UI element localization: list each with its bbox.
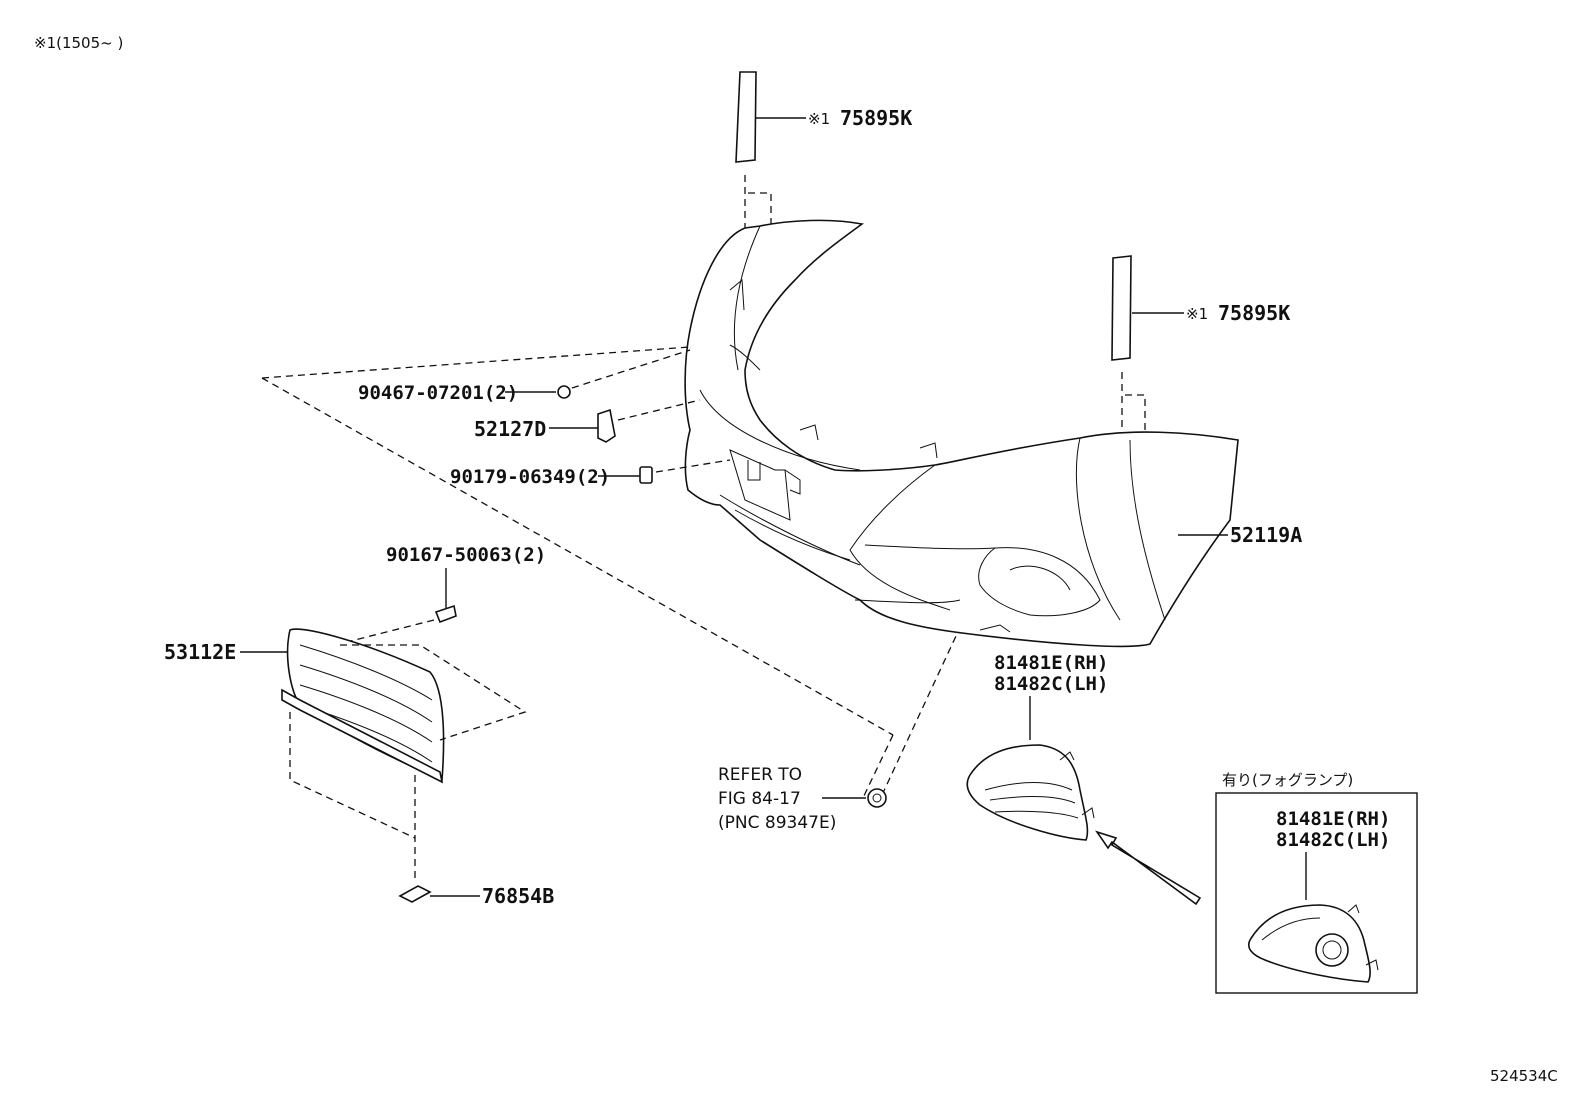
svg-text:81481E(RH): 81481E(RH) xyxy=(994,652,1108,674)
callout-retainer: 76854B xyxy=(482,884,554,908)
svg-text:FIG 84-17: FIG 84-17 xyxy=(718,789,801,809)
svg-text:(PNC 89347E): (PNC 89347E) xyxy=(718,813,836,833)
svg-text:75895K: 75895K xyxy=(840,106,912,130)
fog-cover-with-lamp[interactable] xyxy=(1248,904,1379,983)
callout-bumper-cover: 52119A xyxy=(1178,523,1302,547)
screw-90167[interactable] xyxy=(334,568,457,646)
svg-text:75895K: 75895K xyxy=(1218,301,1290,325)
callout-screw: 90167-50063(2) xyxy=(386,544,546,566)
refer-to-note: REFER TO FIG 84-17 (PNC 89347E) xyxy=(718,765,836,833)
callout-molding-top: ※1 75895K xyxy=(808,106,912,130)
fog-arrow xyxy=(1095,830,1202,906)
fog-box-lh: 81482C(LH) xyxy=(1276,829,1390,851)
svg-text:81482C(LH): 81482C(LH) xyxy=(994,673,1108,695)
header-note: ※1(1505~ ) xyxy=(34,34,123,52)
clip-nut-90179[interactable] xyxy=(598,459,731,484)
svg-text:※1: ※1 xyxy=(1186,305,1208,323)
fog-box-rh: 81481E(RH) xyxy=(1276,808,1390,830)
svg-text:※1: ※1 xyxy=(808,110,830,128)
callout-molding-right: ※1 75895K xyxy=(1186,301,1290,325)
fog-box-title: 有り(フォグランプ) xyxy=(1222,771,1353,789)
callout-bracket: 52127D xyxy=(474,417,546,441)
bumper-cover[interactable] xyxy=(684,219,1239,648)
retainer-76854B[interactable] xyxy=(398,885,480,903)
callout-fog-cover: 81481E(RH) 81482C(LH) xyxy=(994,652,1108,740)
svg-text:52119A: 52119A xyxy=(1230,523,1302,547)
callout-grille: 53112E xyxy=(164,640,288,664)
refer-nut[interactable] xyxy=(822,788,887,808)
callout-bolt: 90467-07201(2) xyxy=(358,382,518,404)
diagram-ref: 524534C xyxy=(1490,1067,1558,1085)
bracket-52127D[interactable] xyxy=(549,399,701,443)
callout-clip-nut: 90179-06349(2) xyxy=(450,466,610,488)
svg-text:53112E: 53112E xyxy=(164,640,236,664)
fog-cover-plain[interactable] xyxy=(966,744,1095,841)
svg-text:REFER TO: REFER TO xyxy=(718,765,802,785)
fog-lamp-variant-box: 有り(フォグランプ) 81481E(RH) 81482C(LH) xyxy=(1215,771,1418,994)
bolt-90467[interactable] xyxy=(505,349,691,399)
grille-53112E[interactable] xyxy=(281,628,527,880)
